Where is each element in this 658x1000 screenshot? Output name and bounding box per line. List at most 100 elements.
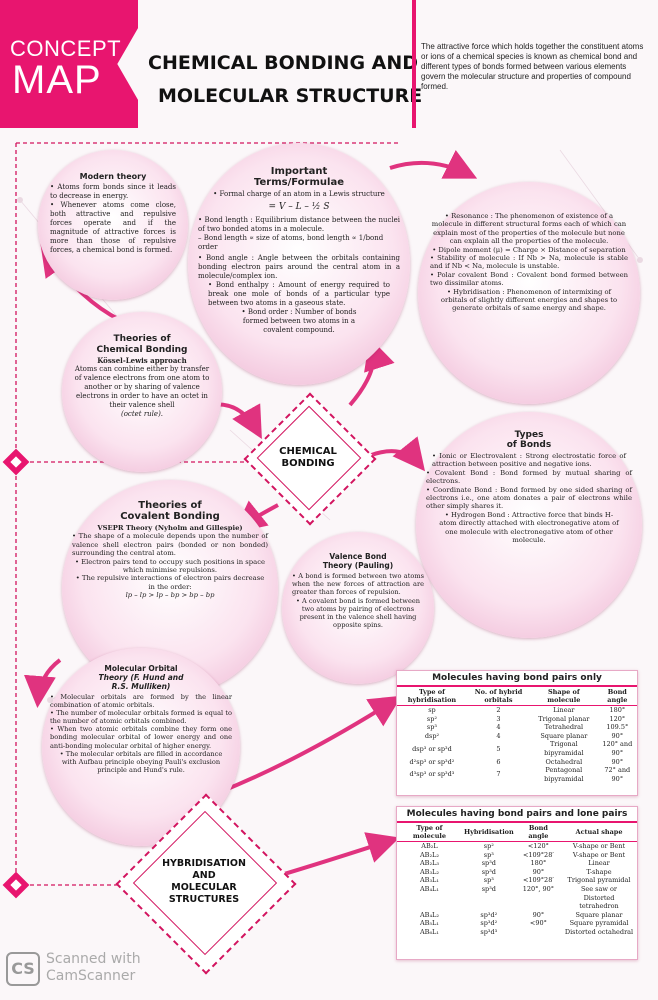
mo-theory-title3: R.S. Mulliken) bbox=[111, 682, 171, 691]
chemical-bonding-line2: BONDING bbox=[281, 458, 335, 469]
table1-header-3: Bond angle bbox=[597, 687, 637, 706]
table2-header-0: Type of molecule bbox=[397, 823, 462, 842]
theories-covalent-title2: Covalent Bonding bbox=[120, 511, 220, 522]
table2-cell bbox=[516, 894, 561, 911]
theories-chemical-title2: Chemical Bonding bbox=[96, 345, 188, 355]
table2-cell: sp³d bbox=[481, 859, 496, 868]
header-divider bbox=[412, 0, 416, 128]
important-terms-circle bbox=[188, 143, 410, 385]
table2-cell: V-shape or Bent bbox=[572, 850, 626, 859]
mo-theory-title1: Molecular Orbital bbox=[104, 664, 178, 673]
types-of-bonds-circle bbox=[416, 412, 642, 638]
table2-cell: V-shape or Bent bbox=[572, 842, 626, 850]
table1-cell: 120° and 90° bbox=[602, 740, 633, 757]
table1-title: Molecules having bond pairs only bbox=[397, 671, 637, 687]
table1-cell: Octahedral bbox=[545, 757, 583, 766]
table2-cell: sp³d² bbox=[480, 919, 498, 928]
table1-cell: Trigonal planar bbox=[538, 714, 590, 723]
table2-cell: sp² bbox=[483, 842, 494, 850]
theories-chemical-title1: Theories of bbox=[113, 334, 171, 344]
table2-cell: Linear bbox=[588, 859, 610, 868]
table1-cell: 180° bbox=[609, 706, 626, 714]
camscanner-text: Scanned with CamScanner bbox=[46, 951, 206, 985]
dipole-moment-text: • Dipole moment (μ) = Charge × Distance … bbox=[432, 245, 626, 254]
table2-cell: 90° bbox=[532, 910, 545, 919]
table2-cell: 90° bbox=[532, 867, 545, 876]
kossel-lewis-subtitle: Kössel-Lewis approach bbox=[97, 356, 187, 365]
table1-cell: 5 bbox=[496, 744, 501, 753]
valence-bond-circle bbox=[282, 532, 434, 684]
table1-header-2: Shape of molecule bbox=[530, 687, 598, 706]
formal-charge-formula: = V – L – ½ S bbox=[268, 202, 330, 212]
hybrid-line1: HYBRIDISATION bbox=[162, 858, 246, 869]
resonance-def: • Resonance : The phenomenon of existenc… bbox=[431, 212, 627, 246]
table2-cell: Distorted tetrahedron bbox=[579, 893, 619, 911]
mo-theory-text: Molecular Orbital Theory (F. Hund and R.… bbox=[50, 664, 232, 774]
table2-cell: 120°, 90° bbox=[522, 884, 555, 893]
hydrogen-bond-text: • Hydrogen Bond : Attractive force that … bbox=[439, 510, 619, 545]
table2-cell: Distorted octahedral bbox=[564, 927, 634, 936]
resonance-circle bbox=[418, 182, 640, 404]
resonance-text: • Resonance : The phenomenon of existenc… bbox=[430, 212, 628, 313]
table2-cell: Square pyramidal bbox=[569, 919, 629, 928]
kossel-lewis-body: Atoms can combine either by transfer of … bbox=[74, 365, 210, 409]
table2-cell: AB₂L bbox=[421, 842, 438, 850]
table1-cell: 120° bbox=[609, 714, 626, 723]
table1-cell: 90° bbox=[611, 757, 624, 766]
chemical-bonding-label: CHEMICAL BONDING bbox=[258, 446, 358, 470]
table2-cell: AB₄L₁ bbox=[419, 884, 439, 893]
table1-cell: 90° bbox=[611, 731, 624, 740]
table1-header-1: No. of hybrid orbitals bbox=[466, 687, 531, 706]
table1-cell: Linear bbox=[553, 706, 575, 714]
valence-bond-p2: • A covalent bond is formed between two … bbox=[295, 596, 420, 630]
table2-cell: sp³d bbox=[481, 867, 496, 876]
important-terms-text: Important Terms/Formulae • Formal charge… bbox=[198, 166, 400, 335]
table1-cell: d³sp³ or sp³d³ bbox=[409, 770, 455, 779]
table2-cell: sp³ bbox=[483, 876, 494, 885]
modern-theory-p1: • Atoms form bonds since it leads to dec… bbox=[50, 183, 176, 200]
polar-bond-text: • Polar covalent Bond : Covalent bond fo… bbox=[430, 270, 628, 288]
hybrid-line4: STRUCTURES bbox=[168, 894, 240, 905]
table2-cell bbox=[397, 894, 462, 911]
table2-cell bbox=[516, 928, 561, 937]
table2-cell: AB₆L₁ bbox=[419, 927, 439, 936]
table1-cell: Trigonal bipyramidal bbox=[544, 740, 584, 757]
mo-theory-p1: • Molecular orbitals are formed by the l… bbox=[50, 693, 232, 710]
hybrid-line3: MOLECULAR bbox=[171, 882, 237, 893]
table2-cell: Square planar bbox=[575, 910, 623, 919]
hybridisation-def: • Hybridisation : Phenomenon of intermix… bbox=[440, 287, 618, 313]
vsepr-p2: • Electron pairs tend to occupy such pos… bbox=[74, 557, 266, 575]
table2-cell: sp³d³ bbox=[480, 927, 498, 936]
tag-concept-text: CONCEPT bbox=[10, 36, 122, 61]
camscanner-line1: Scanned with bbox=[46, 951, 141, 967]
lone-pairs-table-box: Molecules having bond pairs and lone pai… bbox=[396, 806, 638, 960]
table2-cell: T-shape bbox=[586, 867, 612, 876]
bond-enthalpy-text: • Bond enthalpy : Amount of energy requi… bbox=[208, 281, 390, 307]
types-of-bonds-title1: Types bbox=[514, 430, 544, 440]
table2-cell: sp³ bbox=[483, 850, 494, 859]
stability-text: • Stability of molecule : If Nb > Na, mo… bbox=[430, 254, 628, 271]
valence-bond-text: Valence Bond Theory (Pauling) • A bond i… bbox=[292, 552, 424, 629]
table1-header-0: Type of hybridisation bbox=[397, 687, 467, 706]
types-of-bonds-text: Types of Bonds • Ionic or Electrovalent … bbox=[426, 430, 632, 544]
table1-cell: dsp³ or sp³d bbox=[412, 744, 452, 753]
table2-cell: <109°28′ bbox=[522, 876, 554, 885]
table1-cell: 72° and 90° bbox=[604, 766, 631, 783]
table2-cell: AB₄L₂ bbox=[419, 910, 439, 919]
ionic-bond-text: • Ionic or Electrovalent : Strong electr… bbox=[432, 452, 626, 469]
mo-theory-title2: Theory (F. Hund and bbox=[98, 673, 184, 682]
camscanner-logo-icon: CS bbox=[6, 952, 40, 986]
modern-theory-p2: • Whenever atoms come close, both attrac… bbox=[50, 201, 176, 254]
table1-cell: sp² bbox=[426, 714, 438, 723]
bond-length-relation: – Bond length ∝ size of atoms, bond leng… bbox=[198, 234, 384, 251]
table1-cell: 4 bbox=[496, 723, 501, 732]
table-row: AB₆L₁ sp³d³ Distorted octahedral bbox=[397, 928, 637, 937]
